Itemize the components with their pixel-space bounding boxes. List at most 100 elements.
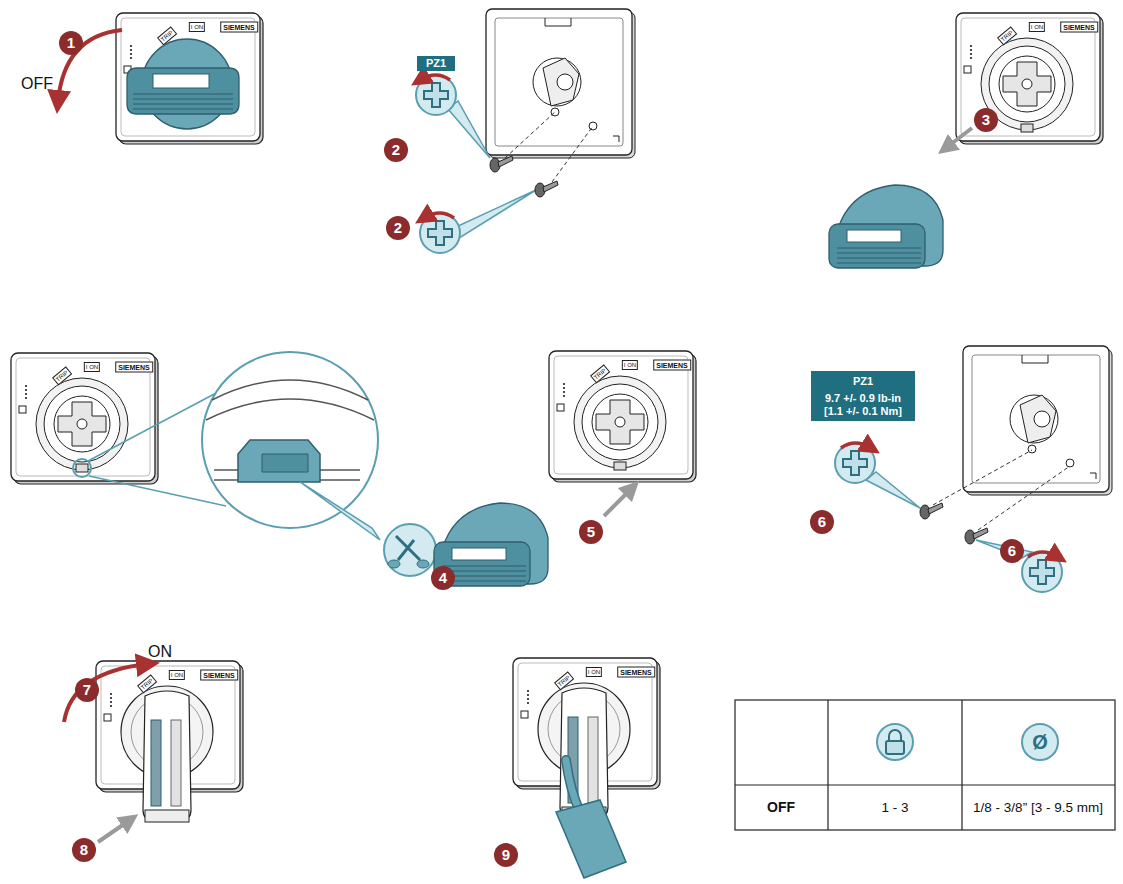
step-four	[11, 352, 436, 576]
step-one	[133, 94, 233, 109]
step-four	[11, 353, 158, 484]
step-three	[956, 13, 1103, 144]
step-nine	[566, 760, 580, 812]
position-label: ON	[148, 643, 172, 661]
step-two	[416, 9, 635, 253]
step-six	[920, 503, 943, 519]
step-six	[1028, 552, 1058, 557]
step-four	[417, 560, 429, 568]
position-label: OFF	[21, 75, 53, 93]
step-nine	[538, 683, 630, 819]
step-five	[604, 488, 632, 516]
step-six	[933, 450, 1070, 530]
on-mark: I ON	[84, 362, 100, 372]
step-nine	[513, 658, 660, 878]
callout-number: 5	[579, 520, 603, 544]
step-seven	[98, 820, 130, 842]
step-four	[388, 560, 400, 568]
callout-number: 2	[384, 138, 408, 162]
step-one	[127, 68, 239, 114]
step-one	[116, 13, 263, 144]
on-mark: I ON	[586, 667, 602, 677]
step-six	[811, 371, 915, 421]
step-two	[420, 75, 450, 80]
callout-number: 9	[494, 843, 518, 867]
step-three	[829, 13, 1103, 268]
step-four	[300, 482, 380, 540]
step-two	[486, 9, 635, 158]
diameter-symbol: Ø	[1032, 731, 1048, 754]
table-cell: OFF	[767, 799, 795, 815]
step-six	[811, 346, 1112, 592]
trip-mark: TRIP	[52, 366, 72, 385]
lock-table	[877, 724, 913, 760]
step-four	[202, 352, 378, 528]
lock-table	[735, 700, 1115, 830]
torque-label: 9.7 +/- 0.9 lb-in [1.1 +/- 0.1 Nm]	[817, 392, 909, 418]
step-nine	[556, 800, 626, 878]
step-nine	[566, 760, 580, 812]
table-cell: 1/8 - 3/8” [3 - 9.5 mm]	[973, 800, 1103, 815]
tool-label: PZ1	[426, 57, 446, 69]
step-six	[841, 443, 871, 448]
step-three	[946, 128, 972, 148]
step-two	[424, 213, 454, 218]
callout-number: 1	[59, 31, 83, 55]
step-two	[456, 190, 536, 240]
trip-mark: TRIP	[157, 26, 177, 45]
step-two	[417, 56, 455, 71]
on-mark: I ON	[189, 22, 205, 32]
lock-table	[735, 700, 1115, 830]
callout-number: 3	[974, 108, 998, 132]
step-one	[58, 13, 263, 144]
on-mark: I ON	[169, 670, 185, 680]
step-six	[1022, 552, 1062, 592]
tool-label: PZ1	[853, 375, 873, 387]
trip-mark: TRIP	[554, 671, 574, 690]
brand-mark: SIEMENS	[200, 670, 238, 681]
step-one	[127, 39, 239, 129]
callout-number: 2	[386, 216, 410, 240]
brand-mark: SIEMENS	[1060, 22, 1098, 33]
step-two	[416, 75, 456, 115]
step-five	[549, 351, 696, 482]
callout-number: 8	[72, 838, 96, 862]
table-cell: 1 - 3	[881, 800, 908, 815]
step-two	[448, 101, 490, 158]
lock-table	[886, 741, 904, 754]
lock-table	[1022, 724, 1058, 760]
step-seven	[64, 661, 243, 842]
brand-mark: SIEMENS	[653, 360, 691, 371]
step-two	[490, 156, 513, 172]
callout-number: 6	[810, 510, 834, 534]
brand-mark: SIEMENS	[220, 22, 258, 33]
step-six	[835, 443, 875, 483]
trip-mark: TRIP	[590, 364, 610, 383]
step-four	[384, 524, 436, 576]
trip-mark: TRIP	[997, 26, 1017, 45]
step-two	[420, 213, 460, 253]
step-six	[963, 346, 1112, 495]
step-four	[206, 380, 374, 420]
lock-table	[889, 730, 901, 741]
brand-mark: SIEMENS	[617, 667, 655, 678]
step-four	[262, 454, 308, 472]
callout-number: 7	[75, 678, 99, 702]
step-seven	[121, 686, 213, 822]
trip-mark: TRIP	[137, 674, 157, 693]
step-five	[434, 351, 696, 586]
step-six	[965, 528, 988, 544]
step-six	[866, 472, 920, 508]
step-three	[829, 185, 943, 268]
lock-table	[735, 700, 1115, 830]
on-mark: I ON	[1029, 22, 1045, 32]
callout-number: 6	[1000, 539, 1024, 563]
on-mark: I ON	[622, 360, 638, 370]
callout-number: 4	[431, 566, 455, 590]
step-two	[505, 112, 593, 182]
step-one	[153, 74, 209, 88]
step-four	[396, 536, 420, 560]
